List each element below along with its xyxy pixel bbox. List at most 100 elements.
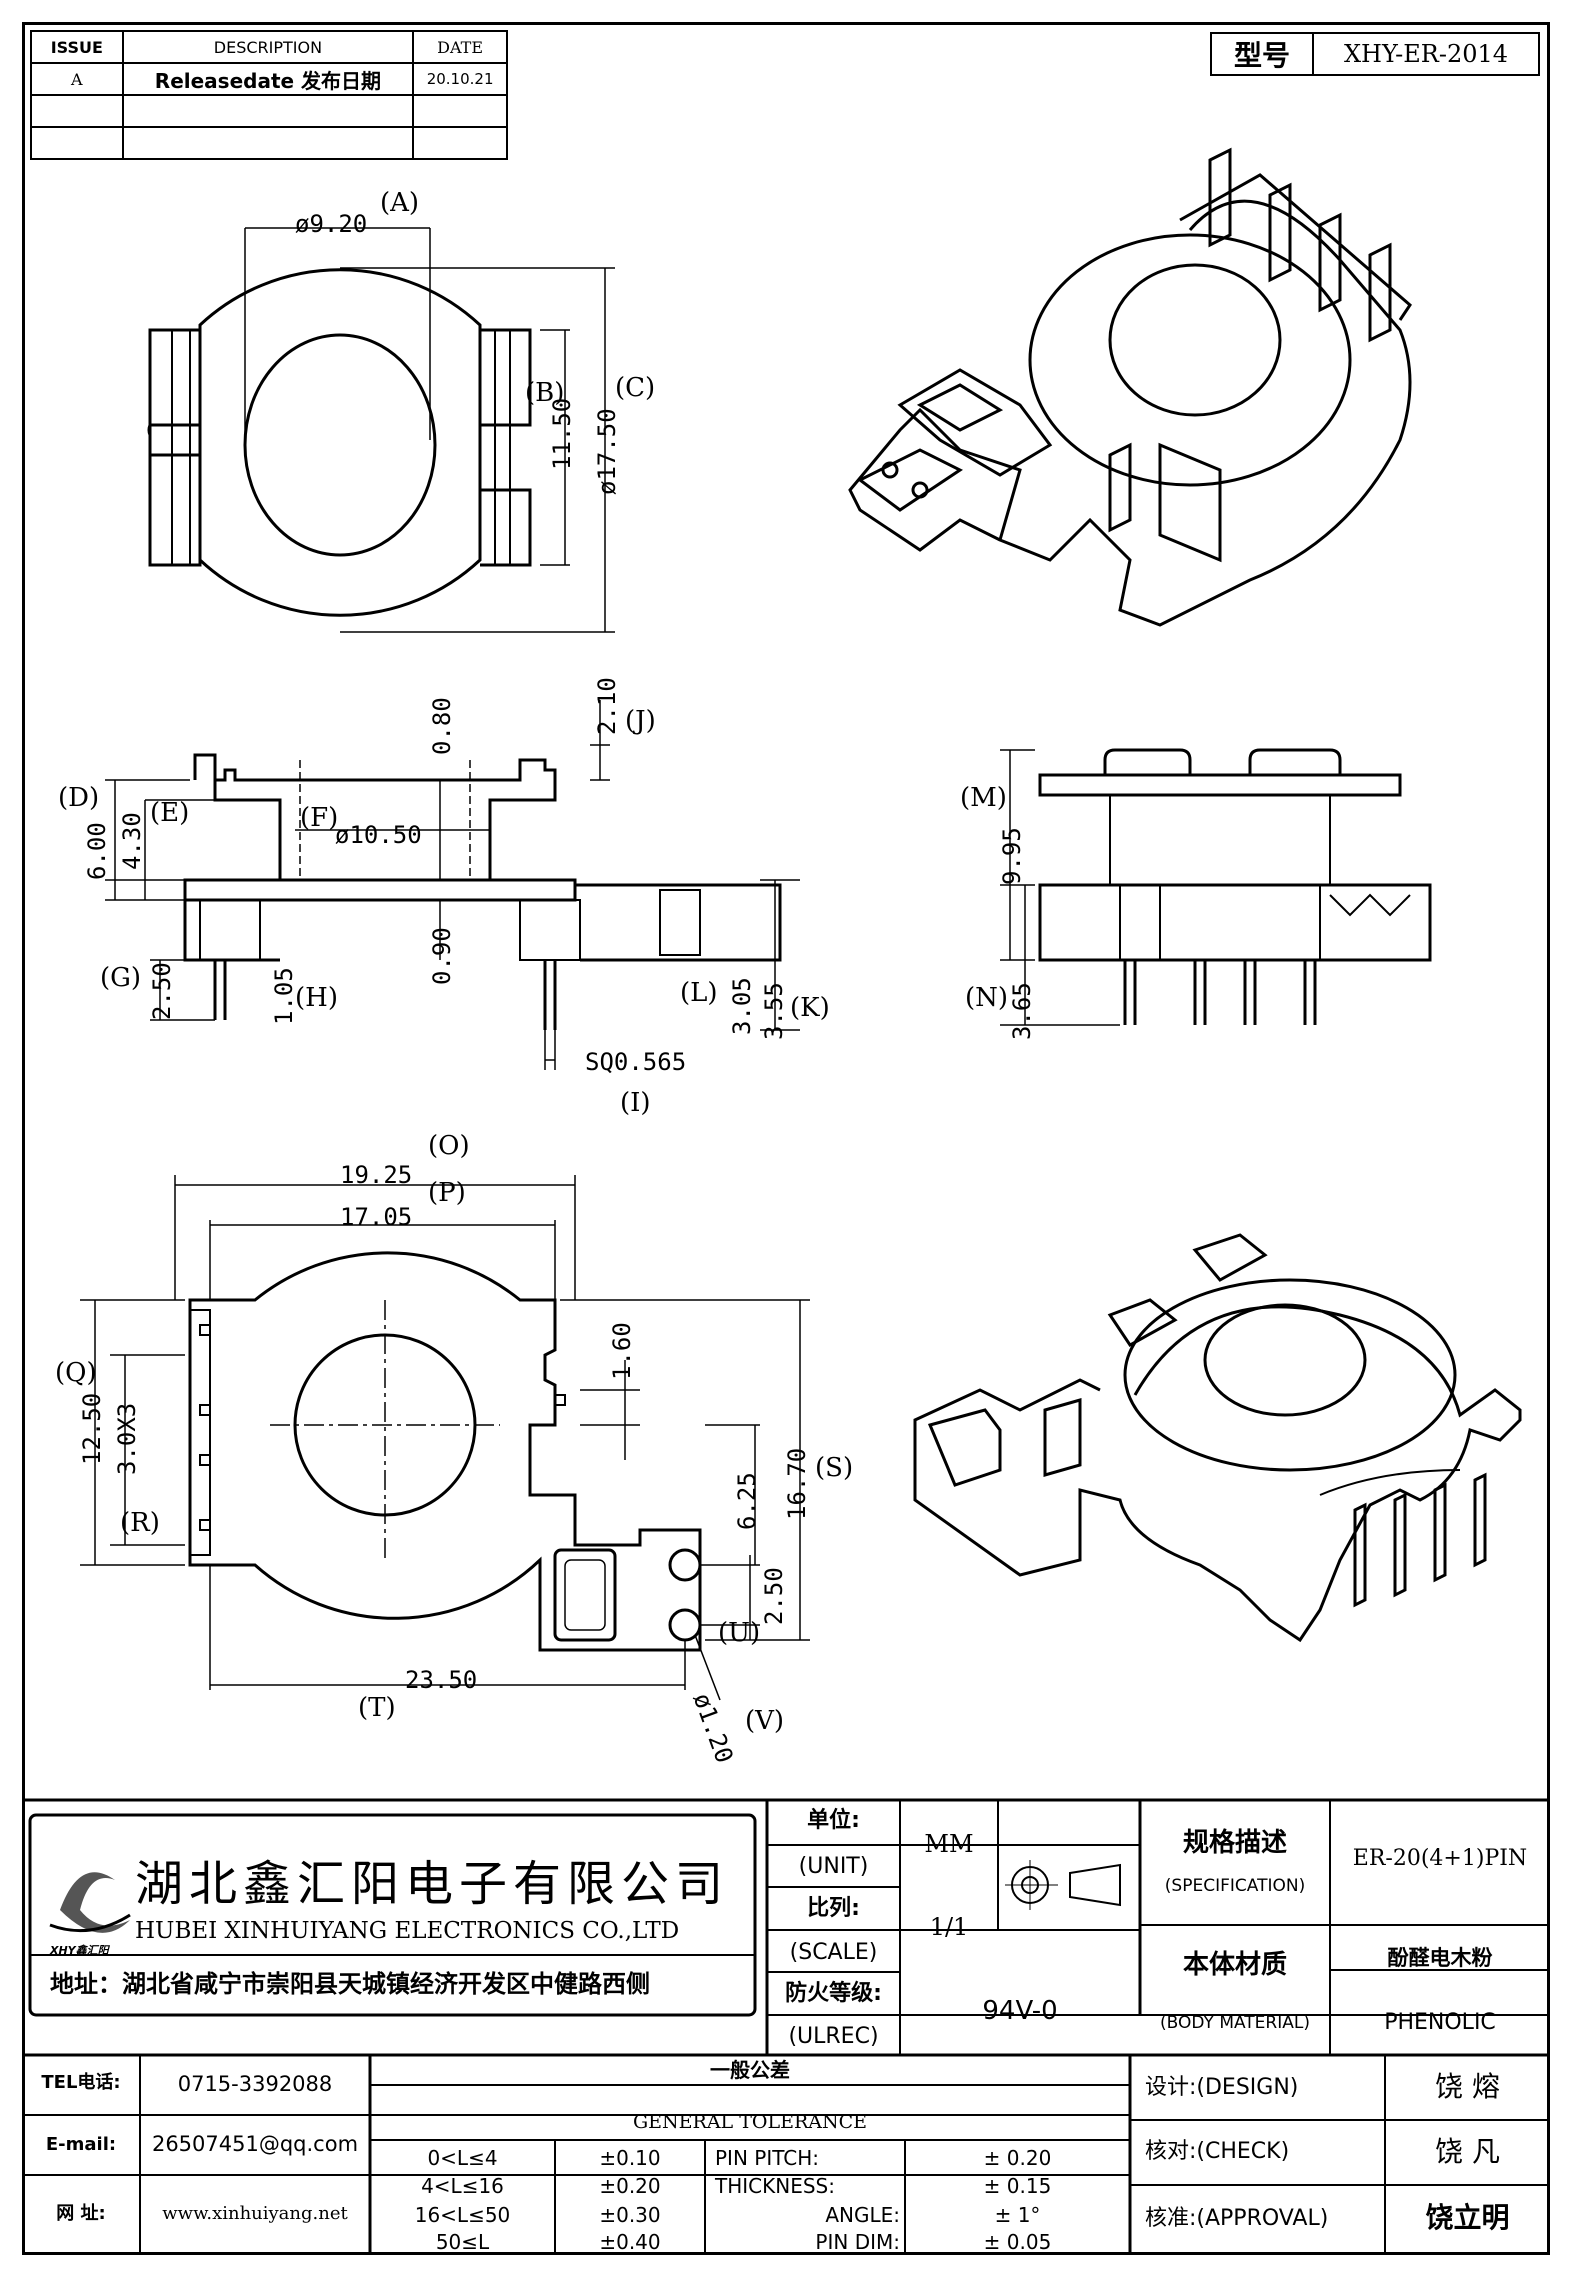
dim-N: (N) [965,983,1009,1013]
design-value: 饶 熔 [1435,2070,1500,2103]
dim-D: (D) [58,783,100,813]
company-name-en: HUBEI XINHUIYANG ELECTRONICS CO.,LTD [135,1918,680,1944]
spec-label-en: (SPECIFICATION) [1164,1876,1306,1896]
description-cell: Releasedate 发布日期 [121,62,415,96]
issue-cell: A [30,62,124,96]
tel-value: 0715-3392088 [177,2072,333,2096]
dim-K: (K) [790,993,830,1023]
tolerance-range: 4<L≤16 [421,2174,504,2198]
dim-O: (O) [428,1131,470,1161]
fire-value: 94V-0 [982,1996,1058,2026]
unit-label-cn: 单位: [807,1808,860,1833]
dim-d1925: 19.25 [340,1161,413,1189]
tolerance-range: 50≤L [435,2230,490,2254]
tolerance-item: PIN PITCH: [715,2146,820,2170]
top-view [147,227,615,633]
scale-value: 1/1 [929,1913,969,1941]
tolerance-item-value: ± 0.20 [983,2146,1052,2170]
side-view [105,700,800,1070]
company-logo-icon [49,1872,131,1933]
check-value: 饶 凡 [1435,2135,1500,2168]
dim-J: (J) [625,706,656,736]
date-header: DATE [412,30,508,64]
company-name-cn: 湖北鑫汇阳电子有限公司 [135,1856,730,1912]
tolerance-range: 16<L≤50 [414,2203,511,2227]
tolerance-item: ANGLE: [825,2203,900,2227]
tolerance-item-value: ± 1° [994,2203,1041,2227]
web-value[interactable]: www.xinhuiyang.net [162,2203,348,2224]
dim-sq: SQ0.565 [585,1048,687,1076]
dim-G: (G) [100,963,142,993]
empty-cell [412,126,508,160]
tel-label: TEL电话: [41,2072,121,2093]
tolerance-title-en: GENERAL TOLERANCE [632,2111,868,2133]
dim-C: (C) [615,373,656,403]
web-label: 网 址: [56,2203,106,2224]
dim-M: (M) [960,783,1007,813]
dim-R: (R) [120,1508,160,1538]
end-view [1000,748,1432,1026]
material-label-en: (BODY MATERIAL) [1160,2013,1310,2033]
dim-Q: (Q) [55,1358,97,1388]
check-label: 核对:(CHECK) [1145,2139,1290,2164]
material-label-cn: 本体材质 [1182,1950,1287,1980]
dim-S: (S) [815,1453,854,1483]
email-label: E-mail: [45,2134,117,2155]
scale-label-cn: 比列: [807,1896,860,1921]
revision-table: ISSUE DESCRIPTION DATE A Releasedate 发布日… [30,30,508,160]
unit-value: MM [924,1830,974,1858]
tolerance-item: THICKNESS: [715,2174,835,2198]
tolerance-value: ±0.40 [599,2230,661,2254]
tolerance-range: 0<L≤4 [427,2146,498,2170]
empty-cell [121,126,415,160]
tolerance-title-cn: 一般公差 [710,2058,790,2082]
empty-cell [412,94,508,128]
dim-E: (E) [150,798,190,828]
fire-label-cn: 防火等级: [785,1981,882,2006]
bottom-view [80,1175,810,1701]
material-value-en: PHENOLIC [1384,2010,1496,2035]
dim-L: (L) [680,978,718,1008]
dim-B: (B) [525,378,565,408]
approval-value: 饶立明 [1425,2201,1510,2234]
dim-U: (U) [718,1618,761,1648]
tolerance-value: ±0.20 [599,2174,661,2198]
empty-cell [121,94,415,128]
iso-view-top [848,147,1412,627]
dim-T: (T) [358,1693,396,1723]
empty-cell [30,94,124,128]
dim-F: (F) [300,803,339,833]
approval-label: 核准:(APPROVAL) [1145,2206,1329,2231]
description-header: DESCRIPTION [121,30,415,64]
logo-text: XHY鑫汇阳 [50,1944,109,1957]
tolerance-item-value: ± 0.15 [983,2174,1052,2198]
dim-P: (P) [428,1178,466,1208]
company-address: 地址：湖北省咸宁市崇阳县天城镇经济开发区中健路西侧 [50,1970,650,1998]
unit-label-en: (UNIT) [798,1854,869,1879]
tolerance-value: ±0.30 [599,2203,661,2227]
material-value-cn: 酚醛电木粉 [1387,1946,1493,1970]
issue-header: ISSUE [30,30,124,64]
drawing-frame [22,22,1550,2255]
scale-label-en: (SCALE) [789,1940,878,1965]
tolerance-item-value: ± 0.05 [983,2230,1052,2254]
model-label: 型号 [1210,32,1314,76]
email-value[interactable]: 26507451@qq.com [151,2132,359,2156]
dim-d1050: ø10.50 [335,821,422,849]
date-cell: 20.10.21 [412,62,508,96]
model-value: XHY-ER-2014 [1312,32,1540,76]
dim-I: (I) [620,1088,651,1118]
technical-drawings [80,147,1522,1701]
model-box: 型号 XHY-ER-2014 [1210,32,1540,76]
spec-value: ER-20(4+1)PIN [1352,1846,1528,1871]
iso-view-bottom [913,1233,1522,1643]
dim-d920: ø9.20 [295,210,368,238]
fire-label-en: (ULREC) [788,2024,879,2049]
dim-V: (V) [745,1706,785,1736]
dim-A: (A) [380,188,420,218]
dim-d1705: 17.05 [340,1203,413,1231]
tolerance-value: ±0.10 [599,2146,661,2170]
empty-cell [30,126,124,160]
design-label: 设计:(DESIGN) [1145,2075,1299,2100]
